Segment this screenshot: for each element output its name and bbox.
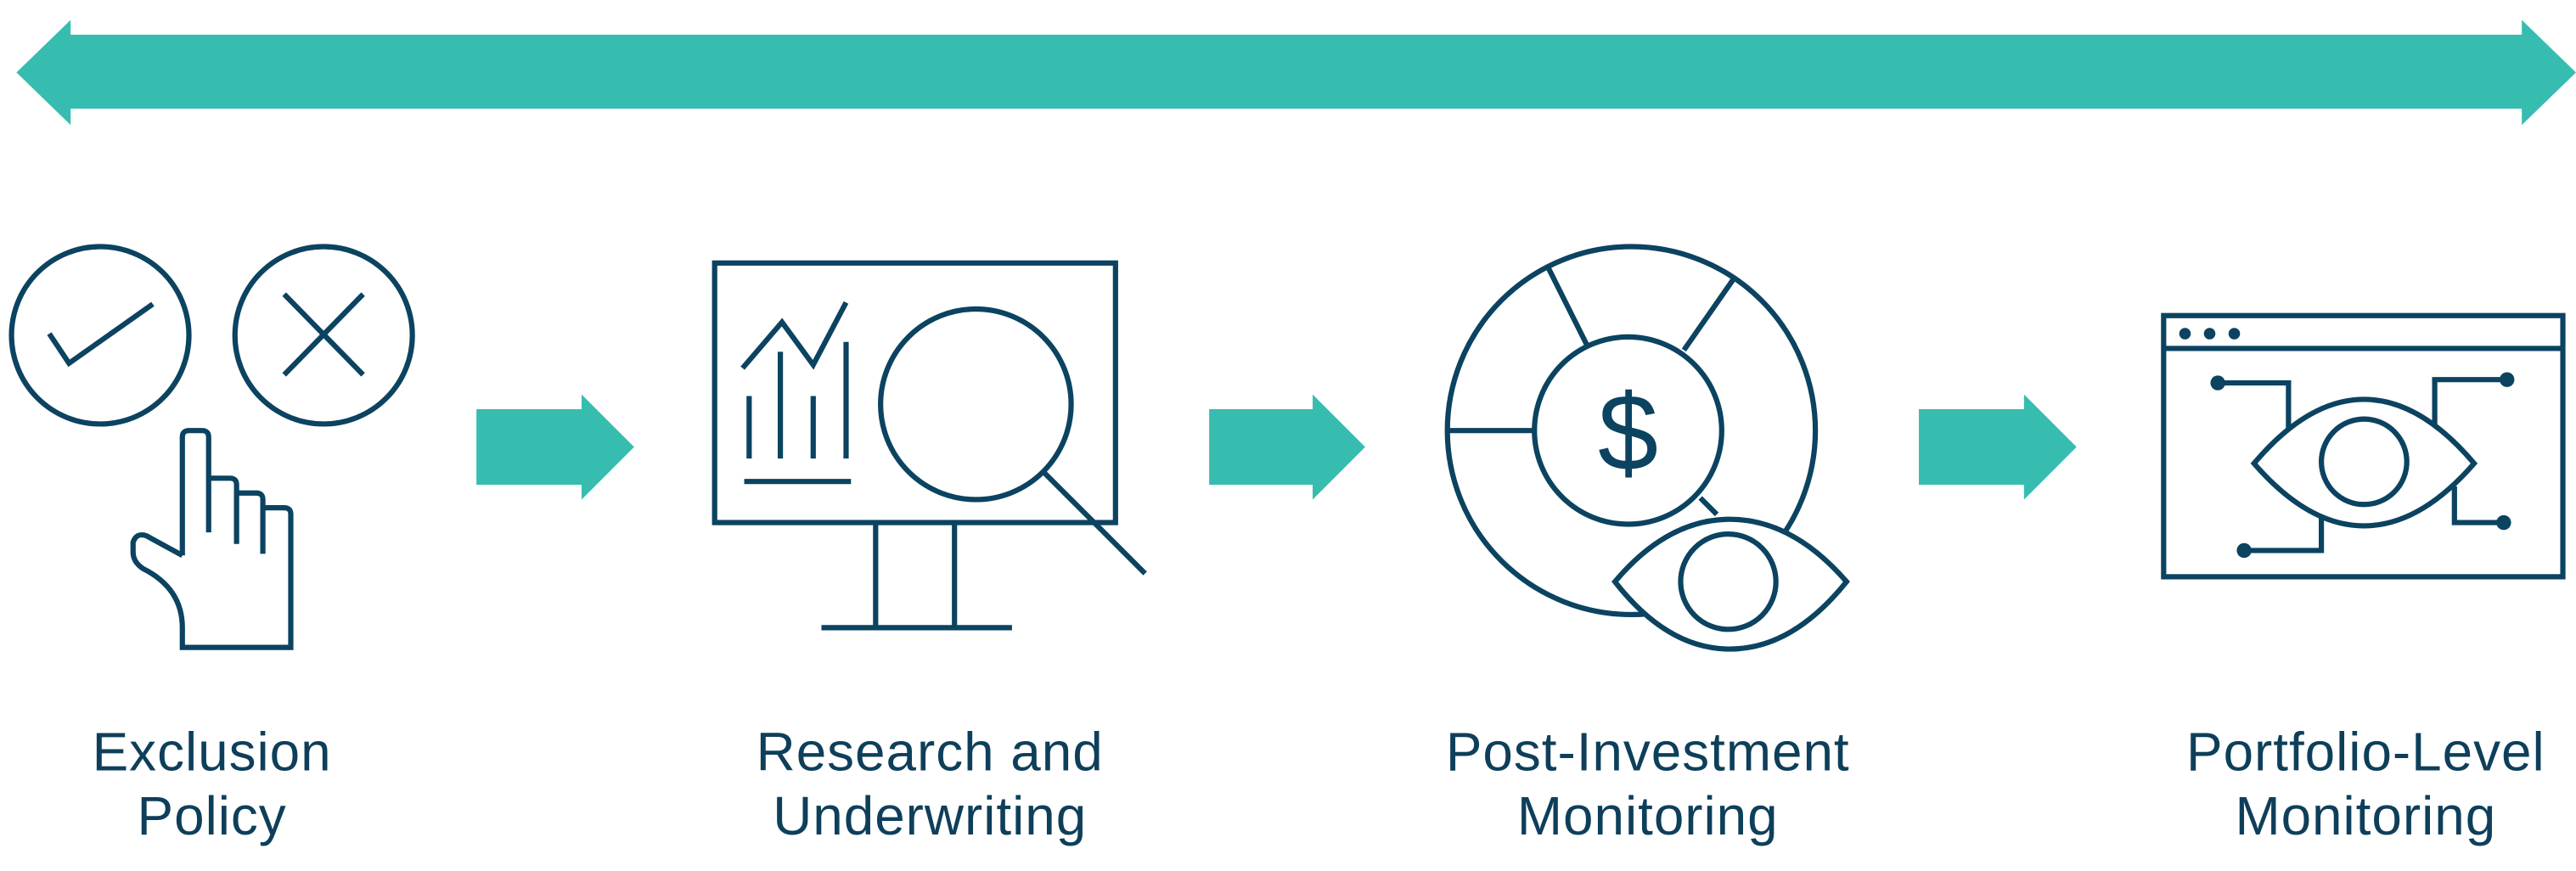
step-label-portfolio-line2: Monitoring bbox=[2235, 785, 2496, 846]
eye-icon bbox=[1611, 516, 1850, 652]
step-arrow-3 bbox=[1919, 394, 2077, 500]
step-label-exclusion: Exclusion bbox=[93, 722, 332, 783]
dollar-icon: $ bbox=[1598, 373, 1658, 494]
step-label-research: Research and bbox=[756, 722, 1104, 783]
check-circle-icon bbox=[8, 244, 192, 427]
portfolio-browser-icon bbox=[2161, 312, 2566, 580]
step-arrow-2 bbox=[1209, 394, 1365, 500]
step-arrow-1 bbox=[476, 394, 634, 500]
exclusion-policy-icon bbox=[8, 244, 415, 650]
step-label-exclusion-line2: Policy bbox=[138, 785, 287, 846]
step-label-post-investment-line2: Monitoring bbox=[1517, 785, 1779, 846]
magnifier-icon bbox=[878, 306, 1147, 576]
eye-icon bbox=[2250, 396, 2478, 529]
circuit-lines-icon bbox=[2210, 372, 2515, 559]
double-headed-arrow bbox=[16, 20, 2576, 126]
step-label-post-investment: Post-Investment bbox=[1446, 722, 1850, 783]
research-monitor-icon bbox=[711, 260, 1147, 631]
post-investment-icon: $ bbox=[1444, 244, 1850, 652]
pointing-hand-icon bbox=[130, 428, 294, 650]
bar-chart-icon bbox=[740, 301, 852, 485]
cross-circle-icon bbox=[232, 244, 415, 427]
step-label-research-line2: Underwriting bbox=[773, 785, 1087, 846]
step-label-portfolio: Portfolio-Level bbox=[2186, 722, 2545, 783]
